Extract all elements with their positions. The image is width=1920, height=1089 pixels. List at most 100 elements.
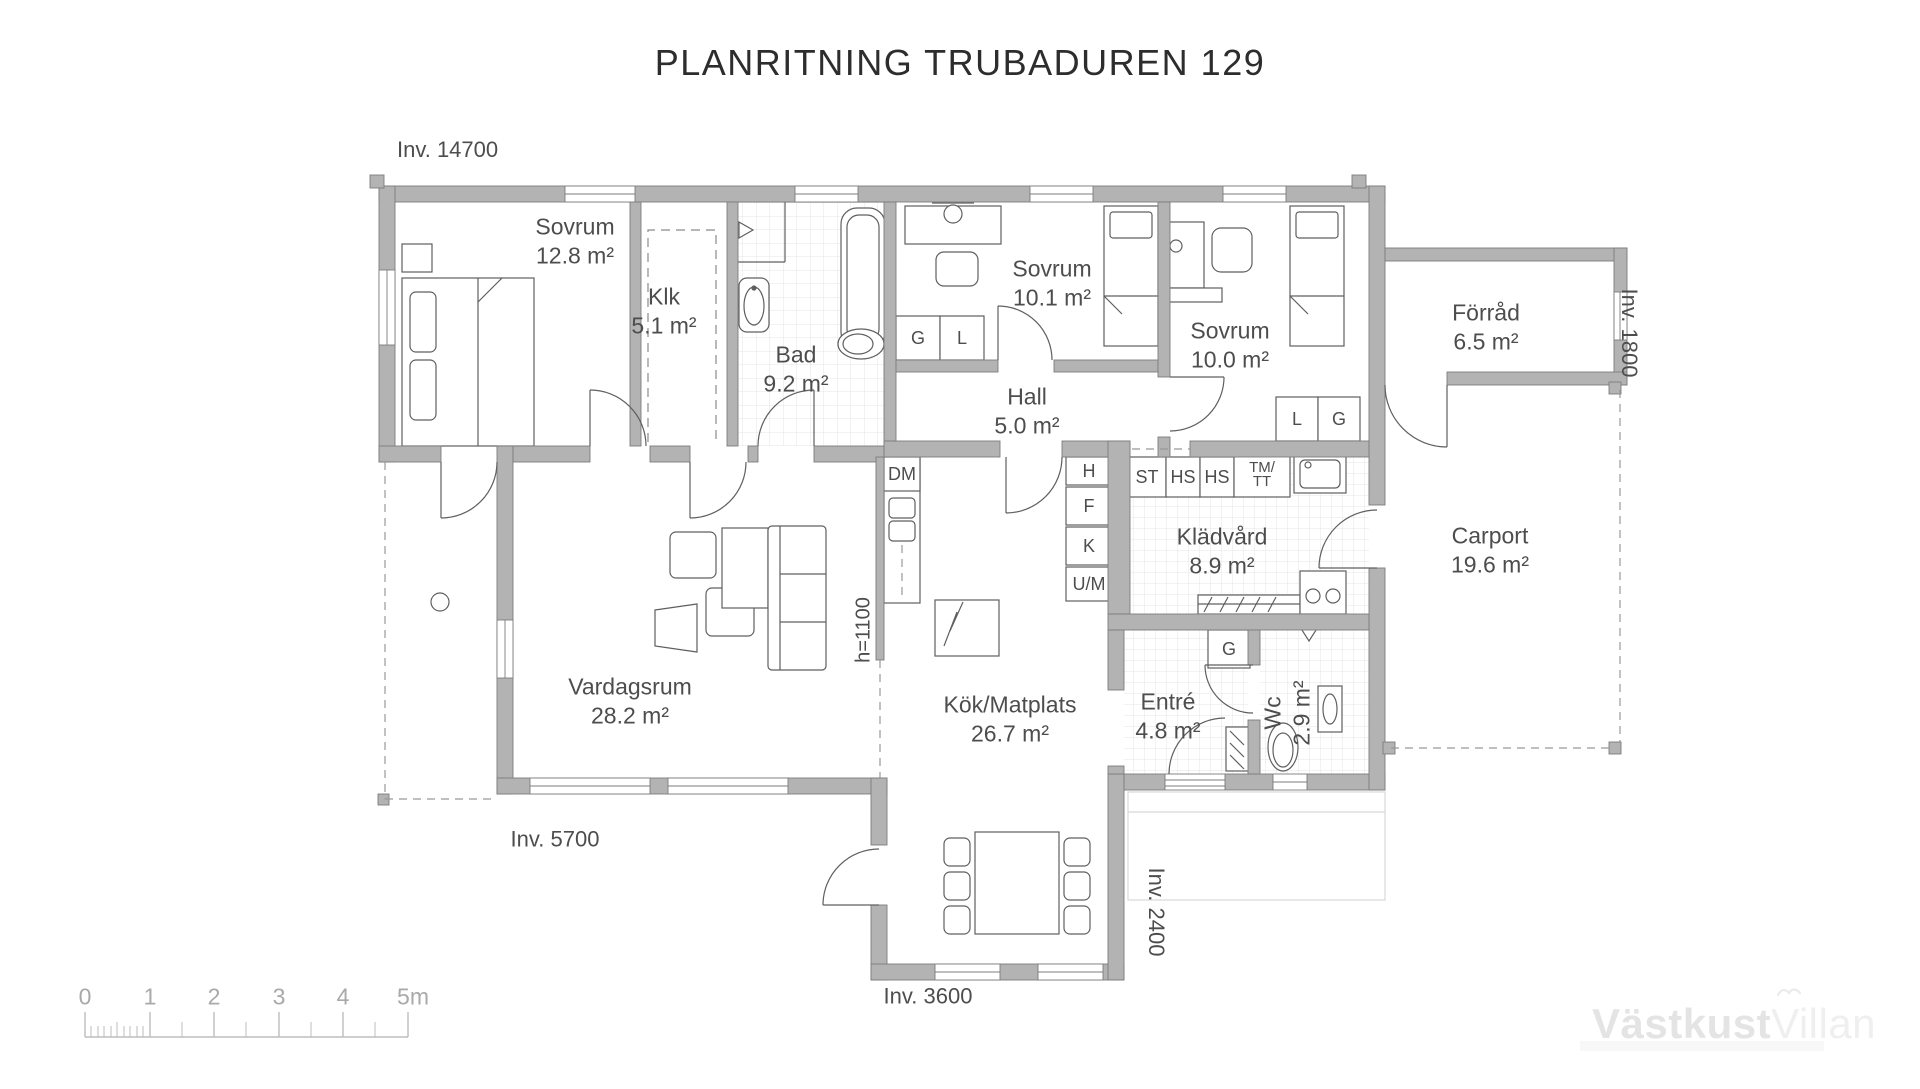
wc-toilet	[1267, 722, 1299, 772]
room-label-forrad: Förråd 6.5 m²	[1452, 298, 1520, 356]
appliance-label-hs1: HS	[1170, 466, 1196, 487]
porch-outline	[1127, 791, 1386, 901]
appliance-column	[1065, 456, 1113, 602]
room-name: Klk	[648, 283, 680, 310]
bird-icon	[1777, 988, 1801, 997]
fireplace	[934, 599, 1000, 657]
room-name: Sovrum	[1012, 255, 1092, 282]
room-area: 28.2 m²	[591, 702, 669, 728]
furniture	[401, 202, 1361, 935]
scale-tick-0: 0	[78, 983, 92, 1010]
room-area: 4.8 m²	[1135, 717, 1201, 743]
single-bed-2	[1289, 205, 1345, 347]
entre-hatch	[1225, 726, 1251, 772]
appliance-label-f: F	[1083, 495, 1095, 516]
room-area: 8.9 m²	[1189, 552, 1255, 578]
scale-tick-1: 1	[143, 983, 157, 1010]
closet-l-2	[1275, 396, 1319, 442]
living-room-furniture	[430, 525, 827, 671]
doors	[440, 305, 1448, 906]
room-area: 19.6 m²	[1451, 551, 1529, 577]
room-name: Kök/Matplats	[943, 691, 1077, 718]
room-label-wc: Wc 2.9 m²	[1258, 680, 1316, 745]
appliance-label-k: K	[1082, 535, 1096, 556]
closet-label-g: G	[1331, 408, 1347, 429]
room-name: Vardagsrum	[568, 673, 692, 700]
room-label-carport: Carport 19.6 m²	[1451, 521, 1529, 579]
room-label-bad: Bad 9.2 m²	[763, 340, 828, 398]
room-area: 9.2 m²	[763, 370, 829, 396]
wc-sink	[1317, 685, 1343, 733]
room-name: Klädvård	[1176, 523, 1268, 550]
closet-label-l: L	[956, 327, 968, 348]
logo-bold-text: Västkust	[1592, 1000, 1772, 1047]
room-area: 5.0 m²	[994, 412, 1060, 438]
closet-label-l: L	[1291, 408, 1303, 429]
room-area: 12.8 m²	[536, 242, 614, 268]
room-name: Bad	[775, 341, 817, 368]
closet-label-g-entre: G	[1221, 638, 1237, 659]
room-area: 10.1 m²	[1013, 284, 1091, 310]
room-label-vardagsrum: Vardagsrum 28.2 m²	[568, 672, 692, 730]
appliance-label-st: ST	[1135, 466, 1159, 487]
room-area: 26.7 m²	[971, 720, 1049, 746]
appliance-label-tt: TT	[1252, 473, 1272, 490]
room-name: Hall	[1007, 383, 1047, 410]
toilet	[837, 328, 885, 360]
dimension-bottom-center: Inv. 3600	[883, 983, 973, 1009]
clothes-rail	[1197, 594, 1301, 615]
tv	[654, 603, 698, 653]
kitchen-counter	[883, 456, 921, 604]
desk-2	[1163, 221, 1253, 303]
washer-bench	[1299, 570, 1347, 615]
scale-bar	[84, 1012, 409, 1038]
room-label-klk: Klk 5.1 m²	[631, 282, 696, 340]
bath-sink	[738, 277, 770, 333]
dining-set	[943, 831, 1091, 935]
page-title: PLANRITNING TRUBADUREN 129	[654, 42, 1266, 83]
room-label-hall: Hall 5.0 m²	[994, 382, 1059, 440]
room-label-entre: Entré 4.8 m²	[1135, 687, 1200, 745]
dimension-porch: Inv. 2400	[1143, 867, 1169, 957]
desk-1	[904, 202, 1002, 287]
room-label-kok: Kök/Matplats 26.7 m²	[944, 690, 1077, 748]
room-label-sovrum-1: Sovrum 12.8 m²	[535, 212, 614, 270]
room-name: Sovrum	[1190, 317, 1270, 344]
scale-tick-4: 4	[336, 983, 350, 1010]
room-name: Entré	[1140, 688, 1196, 715]
dimension-right: Inv. 1800	[1616, 288, 1642, 378]
room-area: 2.9 m²	[1288, 680, 1314, 746]
dimension-bottom-left: Inv. 5700	[510, 826, 600, 852]
sofa	[767, 525, 827, 671]
room-name: Carport	[1451, 522, 1529, 549]
room-label-kladvard: Klädvård 8.9 m²	[1177, 522, 1268, 580]
room-name: Sovrum	[535, 213, 615, 240]
appliance-label-hs2: HS	[1204, 466, 1230, 487]
vastkustvillan-logo: VästkustVillan	[1592, 1000, 1876, 1048]
laundry-units	[1127, 452, 1347, 498]
logo-underline-bar	[1580, 1041, 1824, 1051]
scale-tick-5m: 5m	[397, 983, 429, 1010]
bathtub	[840, 207, 886, 349]
room-label-sovrum-3: Sovrum 10.0 m²	[1190, 316, 1269, 374]
armchair	[669, 531, 717, 579]
appliance-label-dm: DM	[888, 463, 916, 484]
closet-label-g: G	[910, 327, 926, 348]
floor-lamp	[430, 592, 450, 612]
appliance-label-tmtt: TM/ TT	[1249, 460, 1275, 490]
scale-tick-2: 2	[207, 983, 221, 1010]
room-area: 10.0 m²	[1191, 346, 1269, 372]
coffee-table	[721, 527, 769, 609]
closet-g-2	[1317, 396, 1361, 442]
single-bed-1	[1103, 205, 1159, 347]
walls	[369, 174, 1628, 981]
dimension-top: Inv. 14700	[397, 137, 499, 162]
room-area: 5.1 m²	[631, 312, 697, 338]
room-name: Förråd	[1452, 299, 1520, 326]
closet-g-entre	[1207, 629, 1251, 669]
room-area: 6.5 m²	[1453, 328, 1519, 354]
shower-corner	[738, 202, 786, 263]
room-label-sovrum-2: Sovrum 10.1 m²	[1012, 254, 1091, 312]
